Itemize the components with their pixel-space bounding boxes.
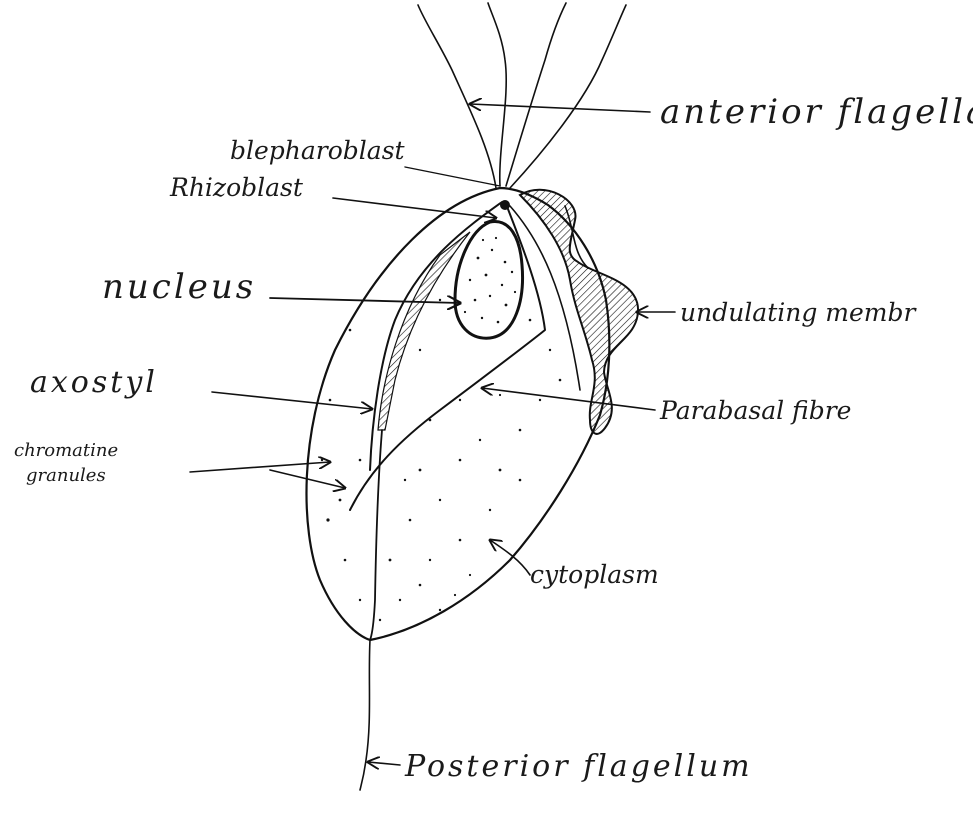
posterior-flagellum — [360, 640, 370, 790]
blepharoblast-granule — [500, 200, 510, 210]
label-nucleus: nucleus — [102, 270, 256, 304]
cytoplasm-arrow — [490, 540, 530, 575]
rhizoblast-arrow — [333, 198, 496, 218]
label-cytoplasm: cytoplasm — [530, 562, 659, 587]
label-axostyl: axostyl — [30, 368, 158, 398]
label-rhizoblast: Rhizoblast — [170, 175, 303, 200]
leader-lines — [190, 104, 675, 765]
cytoplasm-stipple — [321, 299, 562, 621]
blepharoblast-line — [405, 167, 500, 186]
axostyl-arrow — [212, 392, 372, 409]
label-undulating-membrane: undulating membr — [680, 300, 915, 325]
chromatine-arrow-1 — [190, 462, 330, 472]
label-anterior-flagella: anterior flagella — [660, 95, 973, 129]
undulating-membrane — [520, 190, 638, 434]
label-chromatine-line1: chromatine — [14, 441, 118, 461]
label-blepharoblast: blepharoblast — [230, 138, 405, 163]
posterior-flagellum-arrow — [368, 762, 400, 765]
anterior-flagella — [418, 3, 626, 188]
label-chromatine-line2: granules — [26, 466, 106, 486]
anterior-flagella-arrow — [470, 104, 650, 112]
label-posterior-flagellum: Posterior flagellum — [405, 752, 753, 782]
label-parabasal-fibre: Parabasal fibre — [660, 398, 851, 423]
parabasal-fibre-arrow — [482, 388, 655, 410]
